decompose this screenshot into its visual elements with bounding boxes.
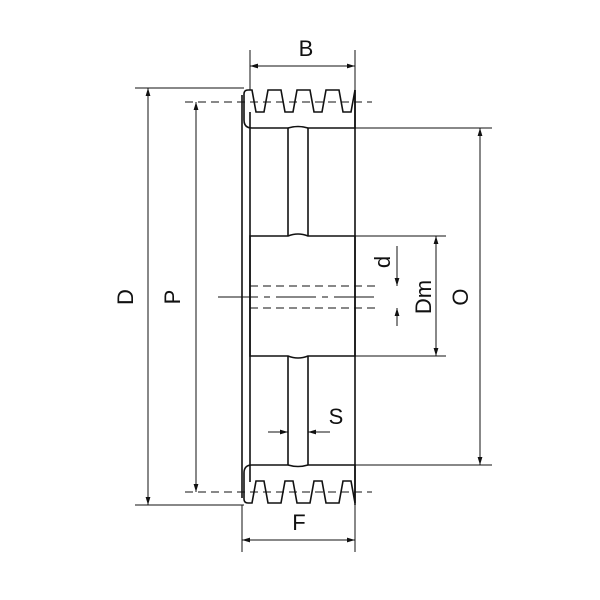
label-B: B (299, 36, 314, 61)
label-F: F (292, 510, 305, 535)
label-S: S (329, 404, 344, 429)
label-O: O (448, 288, 473, 305)
label-Dm: Dm (411, 280, 436, 314)
label-d: d (370, 256, 395, 268)
label-D: D (113, 289, 138, 305)
hub-section (249, 233, 356, 359)
extension-lines (135, 50, 492, 552)
top-rim-section (243, 89, 356, 129)
bottom-rim-section (243, 464, 356, 504)
label-P: P (160, 290, 185, 305)
